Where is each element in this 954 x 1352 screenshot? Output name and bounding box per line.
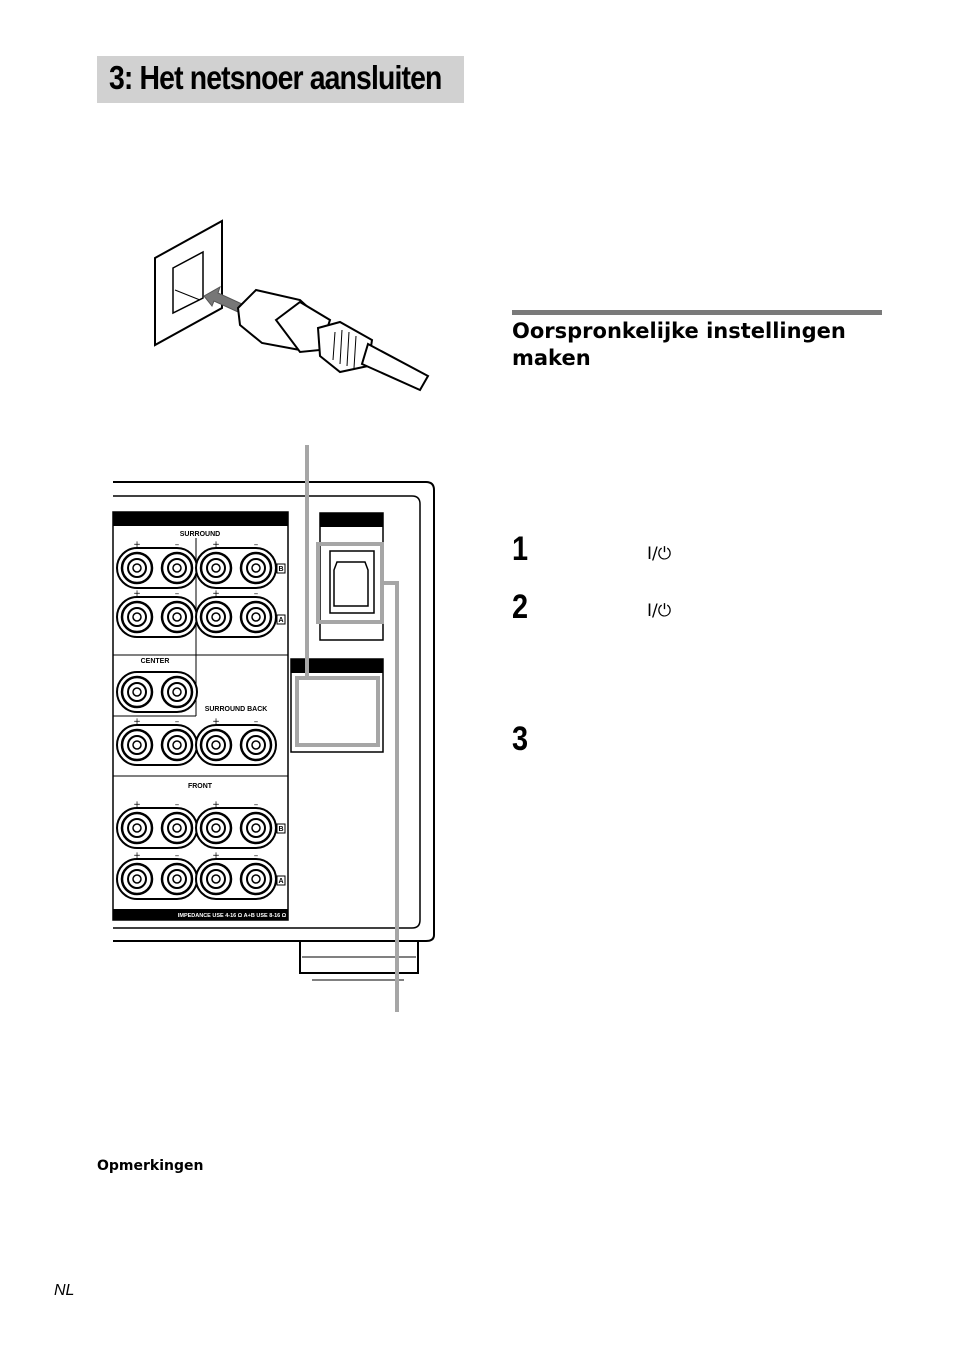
power-cord-plug	[236, 288, 430, 392]
polarity-minus: –	[254, 717, 259, 727]
polarity-plus: +	[133, 540, 141, 550]
power-button-icon: I/⏻	[647, 601, 672, 621]
power-button-icon: I/⏻	[647, 544, 672, 564]
polarity-plus: +	[212, 717, 220, 727]
terminal-label-a: A	[278, 617, 283, 624]
speaker-terminal-pair	[195, 807, 277, 849]
speaker-terminal-pair	[116, 724, 198, 766]
callout-lines	[295, 445, 399, 1012]
polarity-minus: –	[175, 717, 180, 727]
polarity-minus: –	[175, 800, 180, 810]
polarity-plus: +	[212, 589, 220, 599]
page-title: 3: Het netsnoer aansluiten	[109, 59, 442, 96]
speaker-terminal-pair	[195, 724, 277, 766]
polarity-plus: +	[212, 540, 220, 550]
speaker-terminal-pair	[195, 858, 277, 900]
polarity-plus: +	[133, 589, 141, 599]
polarity-plus: +	[212, 800, 220, 810]
panel-label-surround: SURROUND	[180, 531, 220, 538]
speaker-terminal-pair	[116, 547, 198, 589]
panel-label-center: CENTER	[141, 658, 170, 665]
speaker-terminal-pair	[116, 858, 198, 900]
polarity-plus: +	[133, 800, 141, 810]
polarity-minus: –	[254, 851, 259, 861]
step-number-3: 3	[512, 720, 529, 758]
speaker-terminal-pair	[195, 547, 277, 589]
section-heading: Oorspronkelijke instellingen maken	[512, 319, 846, 370]
step-number-1: 1	[512, 530, 529, 568]
polarity-plus: +	[212, 851, 220, 861]
terminal-label-b-front: B	[278, 826, 283, 833]
polarity-plus: +	[133, 717, 141, 727]
panel-label-impedance: IMPEDANCE USE 4-16 Ω A+B USE 8-16 Ω	[178, 913, 287, 919]
polarity-minus: –	[254, 800, 259, 810]
terminal-label-b: B	[278, 566, 283, 573]
notes-heading: Opmerkingen	[97, 1158, 204, 1174]
polarity-minus: –	[175, 540, 180, 550]
panel-label-surround-back: SURROUND BACK	[205, 706, 268, 713]
terminal-label-a-front: A	[278, 878, 283, 885]
title-banner: 3: Het netsnoer aansluiten	[97, 56, 464, 103]
speaker-terminal-pair	[116, 807, 198, 849]
step-number-2: 2	[512, 588, 529, 626]
polarity-plus: +	[133, 851, 141, 861]
section-rule	[512, 310, 882, 315]
polarity-minus: –	[254, 540, 259, 550]
panel-label-front: FRONT	[188, 783, 213, 790]
polarity-minus: –	[254, 589, 259, 599]
wall-outlet-illustration	[154, 219, 223, 347]
polarity-minus: –	[175, 589, 180, 599]
speaker-terminal-pair	[116, 671, 198, 713]
speaker-terminal-pair	[195, 596, 277, 638]
speaker-terminal-pair	[116, 596, 198, 638]
page-language-tag: NL	[54, 1282, 75, 1299]
polarity-minus: –	[175, 851, 180, 861]
